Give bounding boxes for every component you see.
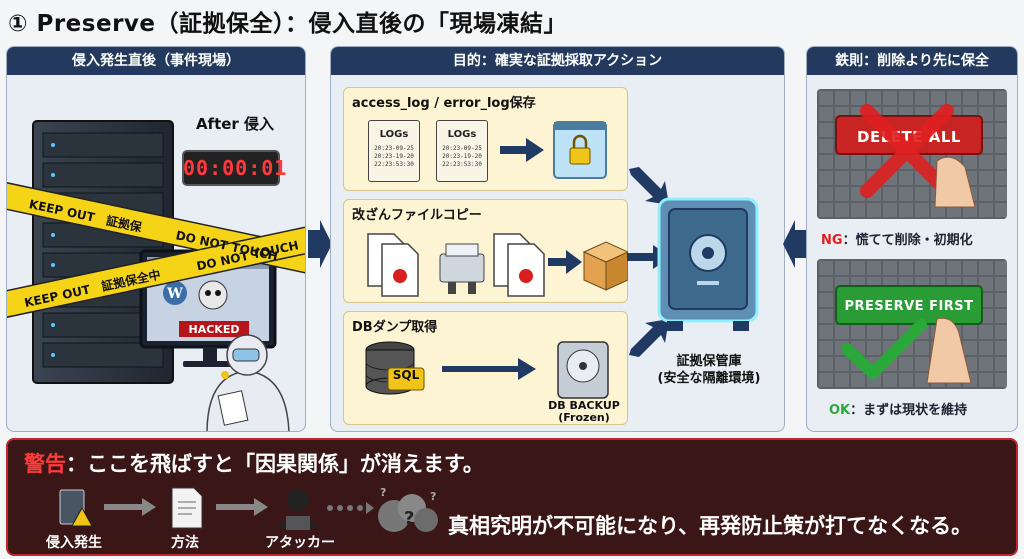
- warning-heading: 警告：ここを飛ばすと「因果関係」が消えます。: [24, 448, 484, 478]
- arrow-right-icon: [500, 138, 544, 162]
- crime-scene-header: 侵入発生直後（事件現場）: [7, 47, 305, 75]
- ok-sign: PRESERVE FIRST: [817, 259, 1007, 389]
- archive-box-icon: [582, 241, 628, 291]
- log-doc-lines: 20:23-09-25 20:23-19-20 22:23:53:30: [374, 145, 414, 168]
- infected-file-icon: [367, 233, 419, 297]
- arrow-right-icon: [442, 358, 536, 380]
- step-log-save: access_log / error_log保存 LOGs 20:23-09-2…: [343, 87, 628, 191]
- arrow-to-vault-icon: [629, 319, 669, 357]
- rule-panel: 鉄則：削除より先に保全 DELETE ALL NG：慌てて削除・初期化 PRES…: [806, 46, 1018, 432]
- warning-conclusion: 真相究明が不可能になり、再発防止策が打てなくなる。: [448, 514, 973, 538]
- log-doc-lines: 20:23-09-25 20:23-19-20 22:23:53:30: [442, 145, 482, 168]
- timer-display: 00:00:01: [183, 156, 288, 180]
- purpose-header: 目的：確実な証拠採取アクション: [331, 47, 784, 75]
- vault-caption: 証拠保管庫 (安全な隔離環境): [649, 353, 769, 387]
- cross-mark-icon: [860, 104, 976, 208]
- preserve-first-button-illustration: PRESERVE FIRST: [835, 285, 983, 325]
- svg-text:?: ?: [380, 486, 386, 499]
- vault-label: 証拠保管庫: [676, 354, 742, 369]
- hacked-label: HACKED: [189, 323, 240, 336]
- flow-label-attacker: アタッカー: [265, 535, 335, 551]
- log-doc-title: LOGs: [447, 129, 477, 140]
- hard-drive-icon: [557, 341, 609, 399]
- attacker-icon: [278, 489, 318, 530]
- sql-label: SQL: [392, 368, 420, 382]
- dotted-arrow-icon: [327, 502, 374, 514]
- svg-text:?: ?: [404, 508, 414, 529]
- timer-box: [182, 150, 280, 186]
- step-file-copy: 改ざんファイルコピー: [343, 199, 628, 303]
- warning-text: ：ここを飛ばすと「因果関係」が消えます。: [66, 452, 484, 476]
- crime-scene-panel: 侵入発生直後（事件現場） W: [6, 46, 306, 432]
- step-db-dump-title: DBダンプ取得: [352, 320, 438, 335]
- investigator-icon: [206, 334, 290, 431]
- step-log-save-title: access_log / error_log保存: [352, 96, 536, 111]
- step-db-dump: DBダンプ取得 SQL DB BACKUP (Frozen): [343, 311, 628, 425]
- warning-bar: 警告：ここを飛ばすと「因果関係」が消えます。 ? ? ? 侵入発生 方法: [6, 438, 1018, 556]
- db-backup-caption: DB BACKUP (Frozen): [540, 400, 628, 424]
- database-icon: [365, 341, 425, 395]
- arrow-right-icon: [216, 498, 268, 516]
- flow-label-intrusion: 侵入発生: [46, 535, 102, 551]
- db-backup-label: DB BACKUP: [548, 399, 620, 412]
- warning-label: 警告: [24, 452, 66, 476]
- infected-file-copy-icon: [493, 233, 545, 297]
- sealed-bag-icon: [553, 121, 607, 179]
- ng-sign: DELETE ALL: [817, 89, 1007, 219]
- file-copy-illustration: [367, 233, 628, 297]
- db-dump-illustration: [365, 341, 609, 399]
- ng-caption: NG：慌てて削除・初期化: [821, 229, 973, 248]
- arrow-right-icon: [104, 498, 156, 516]
- copier-icon: [439, 243, 485, 294]
- step-file-copy-title: 改ざんファイルコピー: [352, 208, 482, 223]
- flow-label-method: 方法: [171, 535, 199, 551]
- arrow-right-icon: [548, 250, 582, 274]
- timer-label: After 侵入: [195, 115, 275, 133]
- document-method-icon: [171, 487, 203, 529]
- ok-text: ：まずは現状を維持: [850, 403, 968, 418]
- svg-text:?: ?: [430, 490, 436, 503]
- ok-caption: OK：まずは現状を維持: [829, 399, 967, 418]
- ng-prefix: NG: [821, 233, 843, 248]
- page-title: ① Preserve（証拠保全）：侵入直後の「現場凍結」: [8, 11, 568, 37]
- evidence-vault-icon: [657, 197, 759, 331]
- vault-sub: (安全な隔離環境): [657, 371, 761, 386]
- causal-chain-illustration: ? ? ?: [59, 486, 438, 532]
- db-backup-sub: (Frozen): [558, 411, 610, 424]
- svg-text:W: W: [166, 286, 183, 302]
- check-mark-icon: [841, 317, 972, 384]
- server-warning-icon: [59, 489, 93, 527]
- flow-arrow-1-icon: [308, 220, 332, 268]
- rule-header: 鉄則：削除より先に保全: [807, 47, 1017, 75]
- purpose-panel: 目的：確実な証拠採取アクション access_log / error_log保存…: [330, 46, 785, 432]
- ok-prefix: OK: [829, 403, 851, 418]
- arrow-to-vault-icon: [629, 167, 669, 205]
- caution-tape: [7, 181, 305, 319]
- log-document-icon: LOGs 20:23-09-25 20:23-19-20 22:23:53:30: [436, 120, 488, 182]
- log-document-icon: LOGs 20:23-09-25 20:23-19-20 22:23:53:30: [368, 120, 420, 182]
- log-doc-title: LOGs: [379, 129, 409, 140]
- smoke-question-icon: ? ? ?: [378, 486, 438, 532]
- flow-arrow-2-icon: [783, 220, 807, 268]
- crime-scene-illustration: W HACKED KEEP OUT 証拠保 DO NOT TOUCH KEEP …: [7, 120, 305, 431]
- ng-text: ：慌てて削除・初期化: [842, 233, 973, 248]
